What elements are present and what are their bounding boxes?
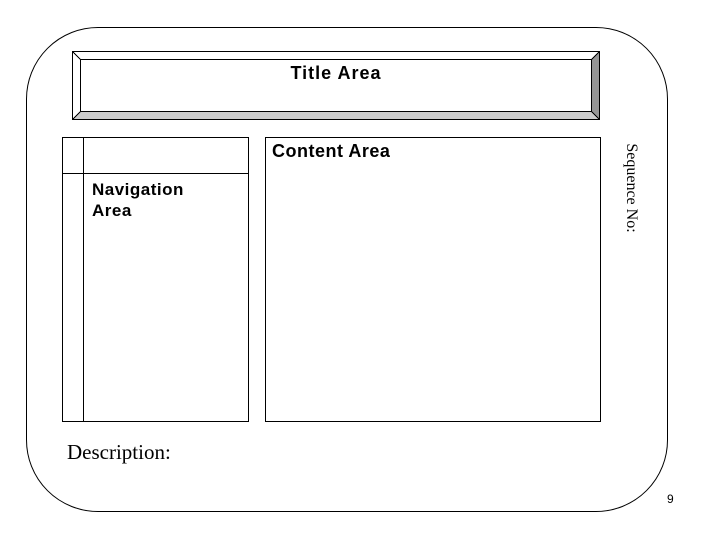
title-area-box: Title Area <box>72 51 600 120</box>
navigation-area-box: Navigation Area <box>62 137 249 422</box>
navigation-divider-horizontal <box>63 173 248 174</box>
description-label: Description: <box>67 440 171 464</box>
content-area-label: Content Area <box>272 141 391 161</box>
content-area-box: Content Area <box>265 137 601 422</box>
navigation-divider-vertical <box>83 138 84 421</box>
sequence-no-label: Sequence No: <box>623 143 640 233</box>
navigation-area-label: Navigation Area <box>92 180 184 220</box>
page-number: 9 <box>667 492 674 506</box>
title-area-bevel-frame <box>72 51 600 120</box>
title-area-label: Title Area <box>290 63 382 83</box>
